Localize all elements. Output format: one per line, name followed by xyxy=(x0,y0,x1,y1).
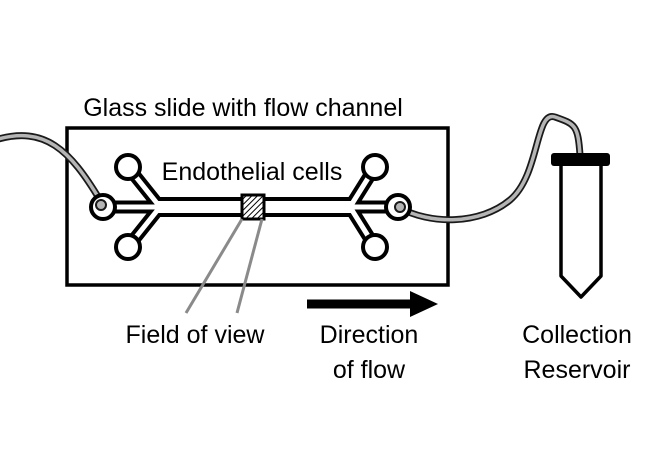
direction-label-line1: Direction xyxy=(320,321,419,349)
field-of-view-label: Field of view xyxy=(126,321,266,349)
field-of-view-leader-right xyxy=(235,218,264,314)
inlet-tubing-end xyxy=(95,199,107,211)
outlet-tubing xyxy=(394,113,584,224)
inlet-tubing xyxy=(0,132,104,204)
collection-label-line2: Reservoir xyxy=(524,356,631,384)
port-top-right xyxy=(361,153,389,181)
field-of-view-leader-left xyxy=(184,218,244,314)
port-top-left xyxy=(114,153,142,181)
port-bottom-left xyxy=(114,233,142,261)
slide-title: Glass slide with flow channel xyxy=(83,94,403,122)
collection-reservoir xyxy=(551,153,610,299)
reservoir-cap xyxy=(551,153,610,166)
field-of-view-marker xyxy=(240,193,266,221)
collection-label-line1: Collection xyxy=(522,321,632,349)
glass-slide xyxy=(65,126,450,287)
direction-arrow xyxy=(307,291,438,317)
port-bottom-right xyxy=(361,233,389,261)
outlet-tubing-end xyxy=(394,201,406,213)
direction-label-line2: of flow xyxy=(333,356,406,384)
cells-label: Endothelial cells xyxy=(162,158,343,186)
